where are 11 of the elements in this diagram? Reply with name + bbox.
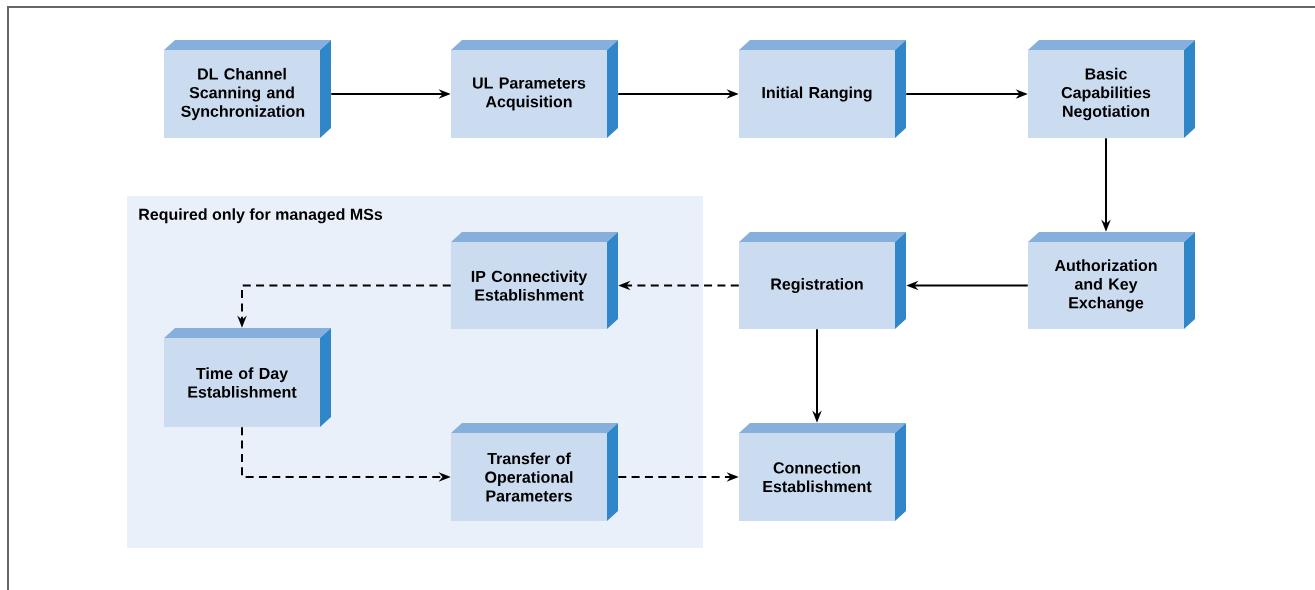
process-box: Transfer of Operational Parameters xyxy=(451,423,618,521)
process-box: Registration xyxy=(739,232,906,329)
process-box: IP Connectivity Establishment xyxy=(451,232,618,329)
process-box: Initial Ranging xyxy=(739,40,906,138)
process-box: UL Parameters Acquisition xyxy=(451,40,618,138)
process-box: Connection Establishment xyxy=(739,423,906,521)
process-box: Basic Capabilities Negotiation xyxy=(1028,40,1195,138)
region-heading: Required only for managed MSs xyxy=(139,208,383,224)
process-box: Time of Day Establishment xyxy=(164,328,331,427)
process-box: DL Channel Scanning and Synchronization xyxy=(164,40,331,138)
process-box: Authorization and Key Exchange xyxy=(1028,232,1195,329)
